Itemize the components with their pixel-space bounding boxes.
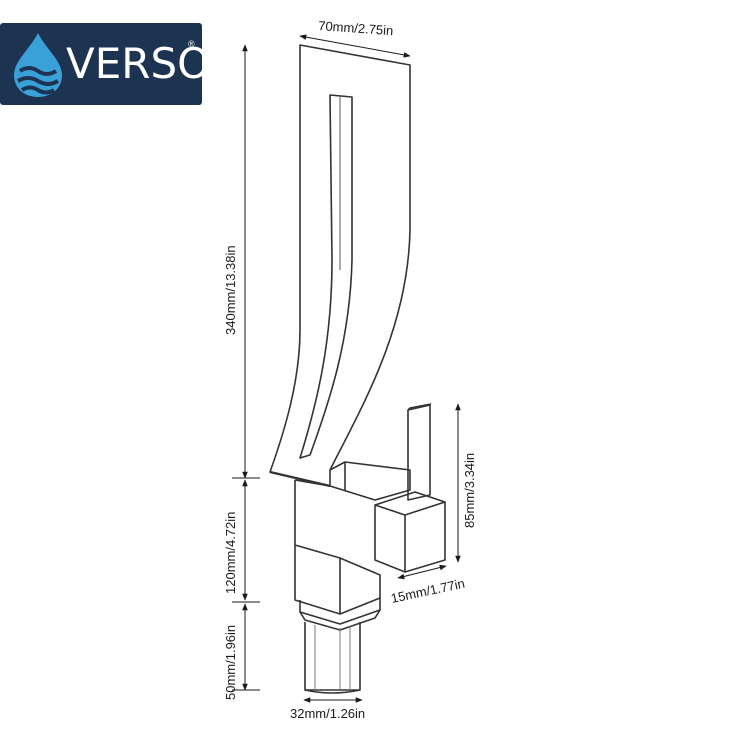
label-shank-diameter: 32mm/1.26in xyxy=(290,706,365,721)
label-body-height: 120mm/4.72in xyxy=(223,512,238,594)
label-spout-width: 70mm/2.75in xyxy=(318,18,394,38)
spout-body xyxy=(269,44,411,487)
label-spout-height: 340mm/13.38in xyxy=(223,245,238,335)
faucet-outline xyxy=(269,44,446,694)
handle-cube xyxy=(374,491,446,573)
lever-handle xyxy=(407,404,431,501)
label-handle-height: 85mm/3.34in xyxy=(462,453,477,528)
body-column xyxy=(294,480,381,615)
registered-mark: ® xyxy=(188,39,195,49)
spout-slot xyxy=(299,94,353,459)
brand-wordmark: VERSO xyxy=(66,39,211,88)
collar xyxy=(299,598,381,625)
label-handle-depth: 15mm/1.77in xyxy=(390,576,467,606)
dimension-lines xyxy=(232,34,461,703)
brand-logo: VERSO ® xyxy=(0,23,210,105)
threaded-shank xyxy=(304,622,361,691)
label-shank-height: 50mm/1.96in xyxy=(223,625,238,700)
water-drop-icon xyxy=(14,33,62,97)
